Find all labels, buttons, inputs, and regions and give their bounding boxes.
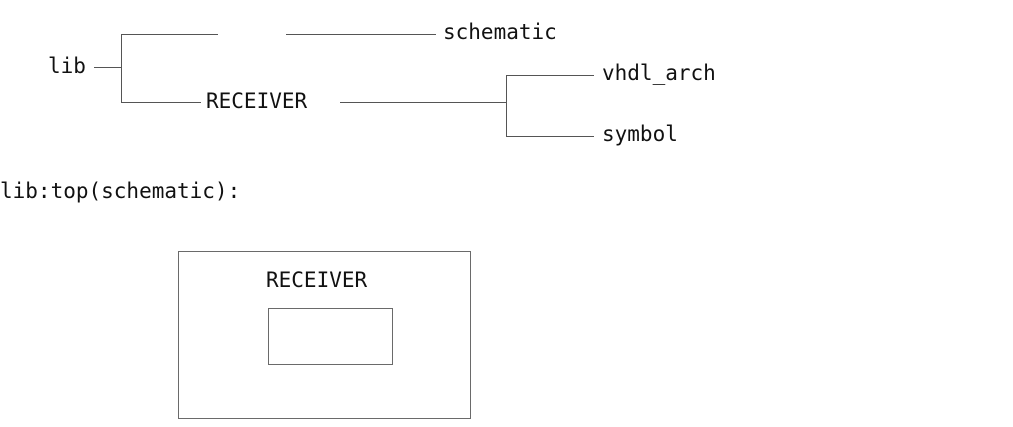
tree-connector-root — [94, 67, 122, 68]
schematic-inner-block[interactable] — [268, 308, 393, 365]
tree-branch-stub-1 — [121, 34, 218, 35]
tree-view-connector-schematic — [286, 34, 436, 35]
hierarchy-tree: lib schematic RECEIVER vhdl_arch symbol — [0, 0, 1013, 165]
tree-spine-root — [121, 34, 122, 103]
tree-view-label-symbol[interactable]: symbol — [602, 122, 678, 146]
tree-view-connector-symbol — [506, 136, 594, 137]
schematic-caption: lib:top(schematic): — [0, 179, 241, 203]
tree-root-label-lib[interactable]: lib — [48, 54, 86, 78]
tree-cell-label-receiver[interactable]: RECEIVER — [206, 89, 308, 113]
tree-view-label-vhdl-arch[interactable]: vhdl_arch — [602, 61, 716, 85]
tree-view-label-schematic[interactable]: schematic — [443, 20, 557, 44]
schematic-outer-block-label: RECEIVER — [266, 268, 368, 292]
tree-connector-receiver-views — [340, 102, 507, 103]
tree-view-connector-vhdl-arch — [506, 75, 594, 76]
tree-spine-receiver — [506, 75, 507, 137]
tree-branch-stub-2 — [121, 102, 201, 103]
schematic-outer-block[interactable]: RECEIVER — [178, 251, 471, 419]
schematic-view: lib:top(schematic): RECEIVER — [0, 170, 1013, 427]
